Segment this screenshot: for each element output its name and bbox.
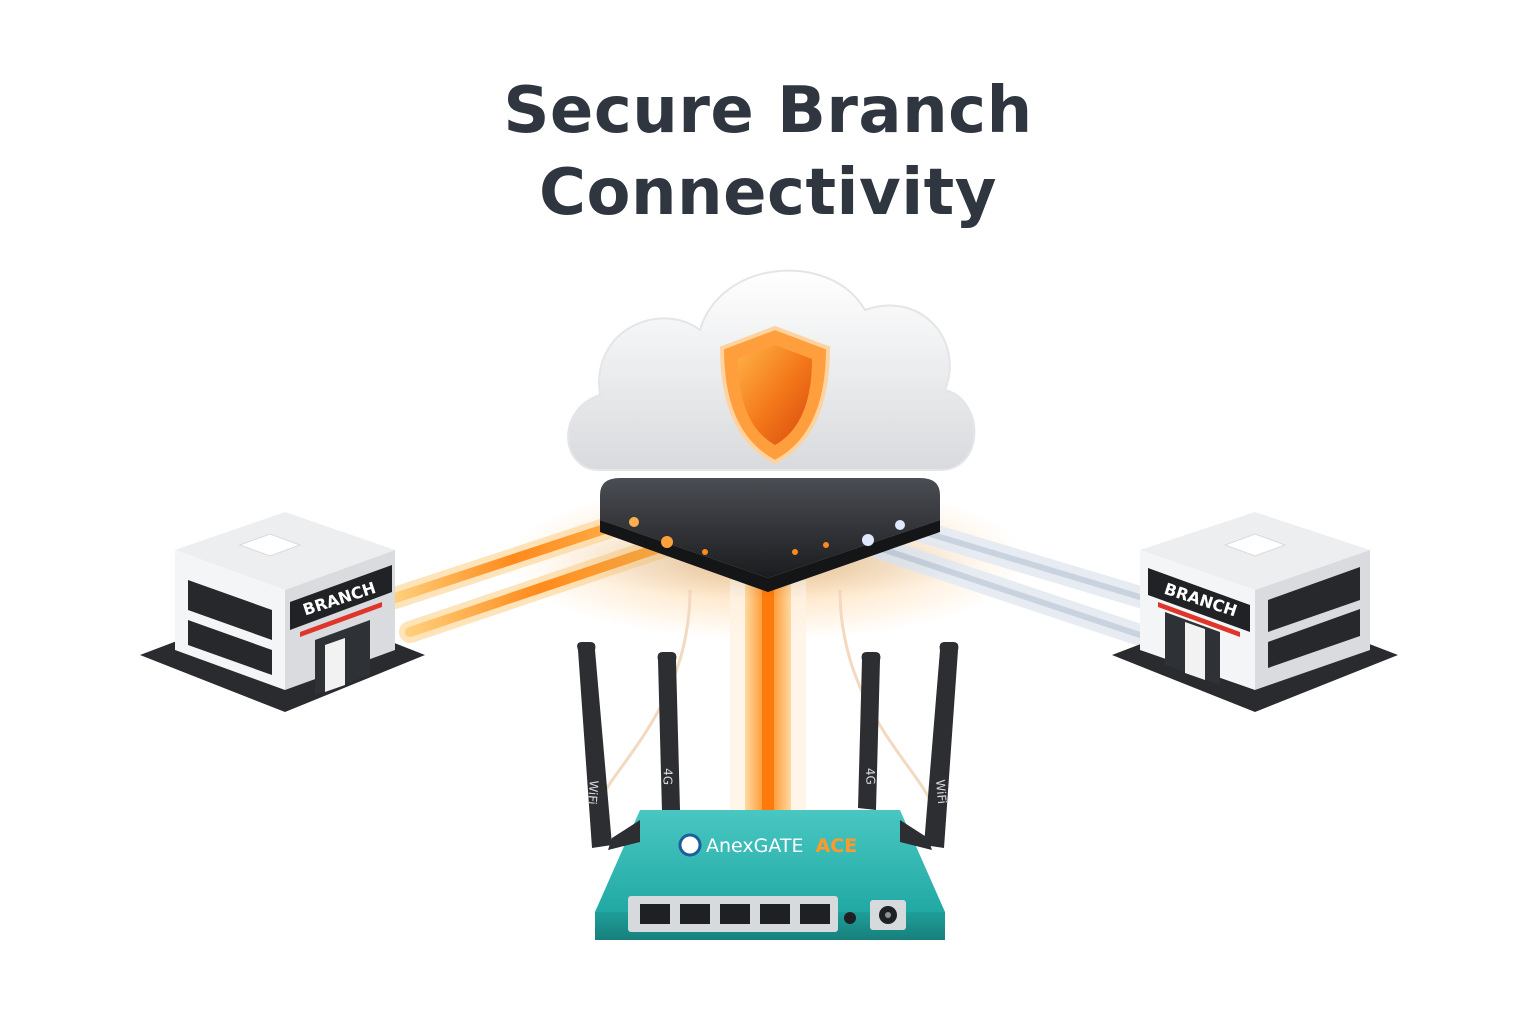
router-brand: AnexGATE: [706, 835, 804, 857]
branch-building-right: BRANCH: [1112, 512, 1398, 712]
brand-logo-icon: [678, 833, 702, 857]
branch-building-left: BRANCH: [140, 512, 425, 712]
title-line-1: Secure Branch: [503, 74, 1033, 148]
lan-port: [720, 904, 750, 924]
router-link: [598, 580, 932, 810]
hub-device: [558, 478, 978, 600]
lan-port: [680, 904, 710, 924]
svg-text:AnexGATE ACE: AnexGATE ACE: [706, 835, 857, 857]
reset-button: [844, 912, 856, 924]
shield-icon: [719, 325, 831, 465]
antenna-wifi-right: WiFi: [924, 642, 959, 848]
antenna-4g-left: 4G: [657, 652, 680, 812]
antenna-4g-right: 4G: [858, 652, 881, 810]
page-title: Secure Branch Connectivity: [0, 70, 1536, 234]
antenna-wifi-right-label: WiFi: [933, 779, 949, 804]
antenna-4g-right-label: 4G: [863, 768, 878, 785]
router-ports: [628, 896, 838, 932]
antenna-wifi-left-label: WiFi: [585, 780, 601, 805]
router-antennas: WiFi 4G 4G WiFi: [577, 642, 959, 848]
title-line-2: Connectivity: [539, 156, 997, 230]
lan-port: [800, 904, 830, 924]
router-model: ACE: [816, 835, 858, 857]
antenna-wifi-left: WiFi: [577, 642, 612, 848]
router-device: AnexGATE ACE: [595, 810, 945, 940]
lan-port: [760, 904, 790, 924]
antenna-4g-left-label: 4G: [660, 768, 675, 785]
lan-port: [640, 904, 670, 924]
